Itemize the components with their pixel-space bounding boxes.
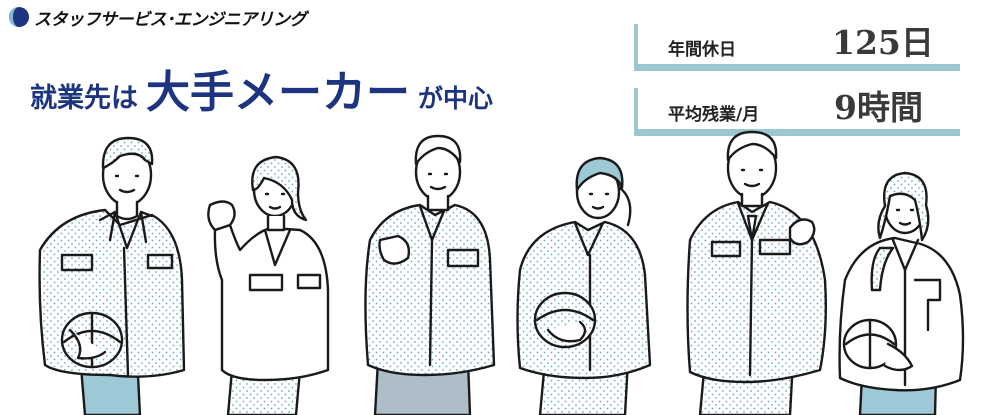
stat-average-overtime: 平均残業/月 9時間 xyxy=(634,88,960,136)
stat-value: 9時間 xyxy=(834,88,923,127)
headline-part2: 大手メーカー xyxy=(146,67,410,118)
company-logo: スタッフサービス･エンジニアリング xyxy=(8,4,307,30)
stat-label: 年間休日 xyxy=(668,40,736,60)
workers-illustration xyxy=(38,130,965,415)
company-logo-text: スタッフサービス･エンジニアリング xyxy=(34,9,307,30)
headline-part1: 就業先は xyxy=(30,83,138,114)
stat-value: 125日 xyxy=(832,23,934,62)
worker-3-figure xyxy=(364,134,496,415)
headline-part3: が中心 xyxy=(418,84,494,113)
worker-2-figure xyxy=(207,155,330,415)
worker-4-figure xyxy=(516,156,652,415)
worker-1-figure xyxy=(38,136,186,415)
stat-label: 平均残業/月 xyxy=(668,105,760,125)
company-logo-mark-icon xyxy=(9,7,29,27)
worker-6-figure xyxy=(838,171,965,415)
headline: 就業先は 大手メーカー が中心 xyxy=(30,56,493,120)
worker-5-figure xyxy=(686,130,828,415)
stat-annual-holidays: 年間休日 125日 xyxy=(634,23,960,71)
